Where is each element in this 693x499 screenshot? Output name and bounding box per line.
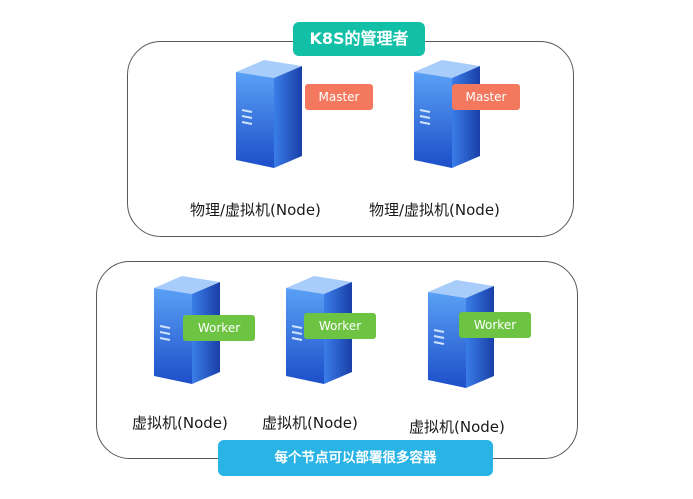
- server-icon: [232, 52, 324, 172]
- node-label: 物理/虚拟机(Node): [369, 201, 500, 219]
- node-label: 虚拟机(Node): [409, 418, 505, 436]
- node-label: 虚拟机(Node): [262, 414, 358, 432]
- server-icon: [410, 52, 502, 172]
- worker-tag: Worker: [304, 313, 376, 339]
- node-label: 虚拟机(Node): [132, 414, 228, 432]
- server-icon: [424, 272, 516, 392]
- worker-tag: Worker: [459, 312, 531, 338]
- worker-group-footer: 每个节点可以部署很多容器: [218, 440, 493, 476]
- master-group-title: K8S的管理者: [293, 22, 425, 56]
- worker-tag: Worker: [183, 315, 255, 341]
- master-tag: Master: [305, 84, 373, 110]
- master-group-box: [127, 41, 574, 237]
- node-label: 物理/虚拟机(Node): [190, 201, 321, 219]
- master-tag: Master: [452, 84, 520, 110]
